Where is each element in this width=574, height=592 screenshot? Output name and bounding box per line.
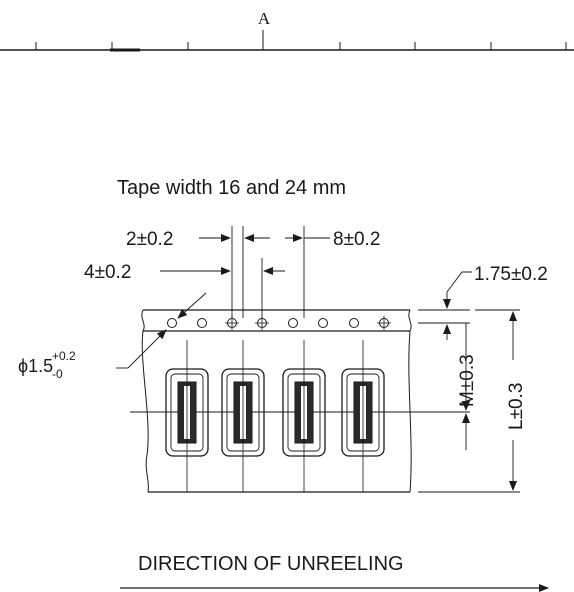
diameter-symbol: ϕ — [18, 356, 28, 376]
diameter-value: 1.5 — [28, 356, 53, 376]
svg-text:ϕ1.5: ϕ1.5 — [18, 356, 53, 376]
ruler-label: A — [258, 9, 271, 28]
dimension-edge-offset: 1.75±0.2 — [418, 264, 548, 340]
dimension-hole-pitch: 4±0.2 — [84, 258, 285, 318]
dimension-hole-diameter: ϕ1.5 +0.2 -0 — [18, 292, 207, 381]
dimension-m: M±0.3 — [418, 323, 478, 450]
ruler-ticks — [35, 30, 567, 50]
dim-label-2: 2±0.2 — [126, 229, 173, 250]
diameter-tol-upper: +0.2 — [52, 349, 76, 363]
dim-label-1-75: 1.75±0.2 — [474, 264, 548, 285]
tape-right-break — [408, 309, 412, 493]
dimension-pitch-top: 2±0.2 8±0.2 — [126, 226, 380, 318]
sprocket-hole — [167, 318, 177, 328]
direction-label: DIRECTION OF UNREELING — [138, 553, 404, 575]
dim-label-4: 4±0.2 — [84, 262, 131, 283]
dim-label-m: M±0.3 — [457, 354, 478, 407]
pocket-center-lines — [186, 340, 364, 492]
dim-label-8: 8±0.2 — [333, 229, 380, 250]
dim-label-l: L±0.3 — [506, 383, 527, 430]
top-ruler: A — [0, 9, 574, 52]
tape-left-break — [141, 309, 149, 493]
sprocket-hole — [318, 318, 328, 328]
sprocket-holes — [167, 316, 391, 330]
sprocket-hole — [197, 318, 207, 328]
diameter-tol-lower: -0 — [52, 367, 63, 381]
carrier-tape — [130, 309, 440, 493]
diagram-title: Tape width 16 and 24 mm — [117, 177, 346, 199]
dimension-l: L±0.3 — [418, 309, 527, 493]
sprocket-hole — [288, 318, 298, 328]
direction-indicator: DIRECTION OF UNREELING — [120, 553, 549, 592]
sprocket-hole — [349, 318, 359, 328]
